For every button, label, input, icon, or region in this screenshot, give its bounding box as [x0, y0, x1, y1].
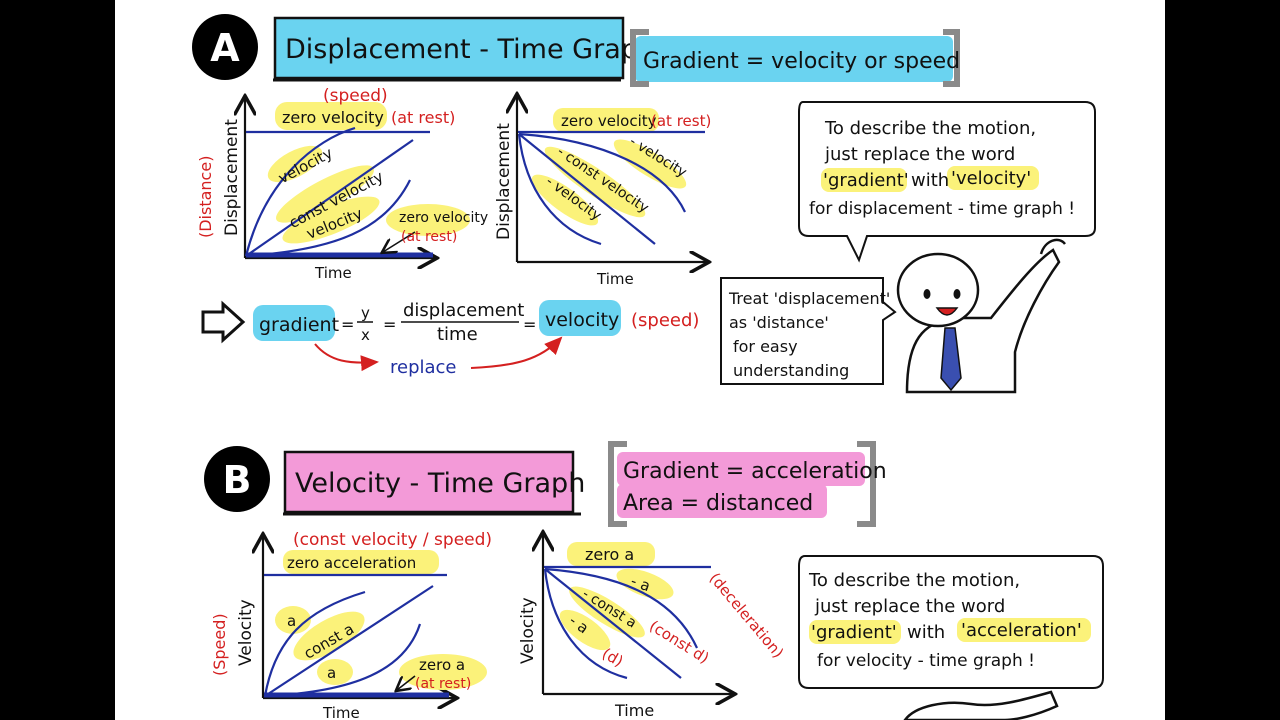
bracket-a-text: Gradient = velocity or speed [643, 49, 960, 74]
worksheet-page: A Displacement - Time Graph Gradient = v… [115, 0, 1165, 720]
graph-b1-y-label: Velocity [236, 599, 256, 666]
graph-a2-const-line [518, 133, 656, 245]
graph-a2-zero-top-label: zero velocity [561, 112, 657, 130]
speech-a-line1: To describe the motion, [824, 118, 1036, 139]
formula-gradient: gradient [259, 314, 339, 336]
bracket-a-right [943, 29, 960, 87]
badge-a-label: A [210, 26, 240, 70]
formula-a: gradient = y x = displacement time = vel… [201, 300, 699, 378]
formula-speed: (speed) [631, 310, 699, 331]
note-a-line4: understanding [733, 361, 849, 380]
speech-b-line4: for velocity - time graph ! [817, 651, 1035, 671]
title-a-box [273, 16, 625, 80]
formula-velocity: velocity [545, 309, 619, 331]
graph-b1-x-label: Time [322, 704, 360, 720]
graph-a2-curve-up [518, 132, 686, 213]
graph-a1-zero-top-red: (at rest) [391, 108, 455, 127]
graph-b1-curve-decel [263, 590, 366, 697]
section-b: B Velocity - Time Graph Gradient = accel… [204, 441, 1104, 720]
graph-a1-x-label: Time [314, 264, 352, 282]
graph-a2: zero velocity (at rest) - velocity - con… [494, 96, 711, 288]
graph-b2-neg-up-label: - a [628, 572, 652, 596]
title-b: Velocity - Time Graph [295, 468, 585, 499]
speech-b-line1: To describe the motion, [808, 570, 1020, 591]
graph-b1-zero-bottom-red: (at rest) [415, 676, 471, 692]
badge-a [192, 14, 258, 80]
graph-a1-curve-decel [244, 126, 356, 257]
note-box-a: Treat 'displacement' as 'distance' for e… [720, 277, 897, 385]
graph-b1-curve-up-label: a [327, 664, 336, 682]
formula-eq1: = [341, 315, 354, 334]
formula-eq3: = [523, 315, 536, 334]
bracket-b-left [608, 441, 627, 527]
graph-b2-neg-const-red: (const d) [646, 617, 712, 668]
speech-a-line2: just replace the word [824, 144, 1015, 165]
graph-b1: (const velocity / speed) zero accelerati… [210, 530, 492, 720]
speech-b-line2: just replace the word [814, 596, 1005, 617]
graph-b1-const-line [264, 585, 434, 697]
badge-b-label: B [223, 458, 252, 502]
graph-a1-y-label: Displacement [222, 119, 242, 236]
section-a: A Displacement - Time Graph Gradient = v… [192, 14, 1096, 394]
formula-numerator: displacement [403, 300, 524, 321]
arrow-right-icon [201, 300, 246, 344]
graph-a1-zero-top-label: zero velocity [282, 108, 384, 127]
graph-b1-zero-bottom-label: zero a [419, 656, 465, 674]
title-b-box [283, 450, 575, 514]
title-a: Displacement - Time Graph [285, 34, 655, 65]
graph-b1-zero-top-label: zero acceleration [287, 554, 416, 572]
note-a-line1: Treat 'displacement' [728, 289, 890, 308]
teacher-figure-b-icon [903, 690, 1059, 720]
graph-b2-zero-top-label: zero a [585, 545, 634, 564]
graph-a1: (speed) zero velocity (at rest) velocity… [196, 86, 488, 282]
graph-b2: zero a - a (deceleration) - const a (con… [518, 534, 787, 720]
bracket-a-left [630, 29, 649, 87]
speech-a-gradient: 'gradient' [823, 170, 909, 191]
formula-x: x [361, 326, 370, 344]
graph-a1-speed-note: (speed) [323, 86, 388, 106]
speech-a-velocity: 'velocity' [951, 168, 1031, 189]
graph-b1-top-red: (const velocity / speed) [293, 530, 492, 550]
formula-replace: replace [390, 357, 457, 378]
graph-b2-x-label: Time [614, 701, 654, 720]
graph-b1-curve-label: a [287, 612, 296, 630]
graph-a2-zero-top-red: (at rest) [651, 112, 711, 130]
teacher-figure-icon [896, 238, 1066, 394]
speech-a-with: with [911, 170, 949, 191]
graph-a2-curve-down [517, 133, 602, 246]
note-a-line3: for easy [733, 337, 798, 356]
graph-b2-curve-up [544, 567, 698, 649]
speech-a-line4: for displacement - time graph ! [809, 199, 1075, 219]
note-a-line2: as 'distance' [729, 313, 829, 332]
speech-bubble-a: To describe the motion, just replace the… [798, 101, 1096, 263]
bracket-a-box [635, 36, 953, 82]
bracket-b-right [857, 441, 876, 527]
speech-bubble-b: To describe the motion, just replace the… [798, 555, 1104, 689]
graph-a2-y-label: Displacement [494, 123, 514, 240]
bracket-b-line2: Area = distanced [623, 491, 813, 516]
speech-b-gradient: 'gradient' [811, 622, 897, 643]
graph-a1-zero-bottom-label: zero velocity [399, 210, 488, 226]
graph-b1-y-label-alt: (Speed) [210, 613, 229, 676]
graph-b2-neg-up-red: (deceleration) [706, 569, 788, 661]
bracket-b-line1: Gradient = acceleration [623, 459, 887, 484]
formula-denominator: time [437, 324, 478, 345]
speech-b-with: with [907, 622, 945, 643]
graph-a1-y-label-alt: (Distance) [196, 156, 215, 238]
speech-b-acceleration: 'acceleration' [961, 620, 1082, 641]
formula-y: y [361, 304, 370, 322]
graph-a2-x-label: Time [596, 270, 634, 288]
graph-a1-zero-bottom-red: (at rest) [401, 229, 457, 245]
graph-a1-const-line [245, 139, 414, 257]
badge-b [204, 446, 270, 512]
formula-eq2: = [383, 315, 396, 334]
worksheet-canvas: A Displacement - Time Graph Gradient = v… [192, 14, 1104, 720]
graph-b2-const-line [544, 568, 682, 679]
graph-b2-y-label: Velocity [518, 597, 538, 664]
graph-b2-curve-down [543, 568, 628, 680]
